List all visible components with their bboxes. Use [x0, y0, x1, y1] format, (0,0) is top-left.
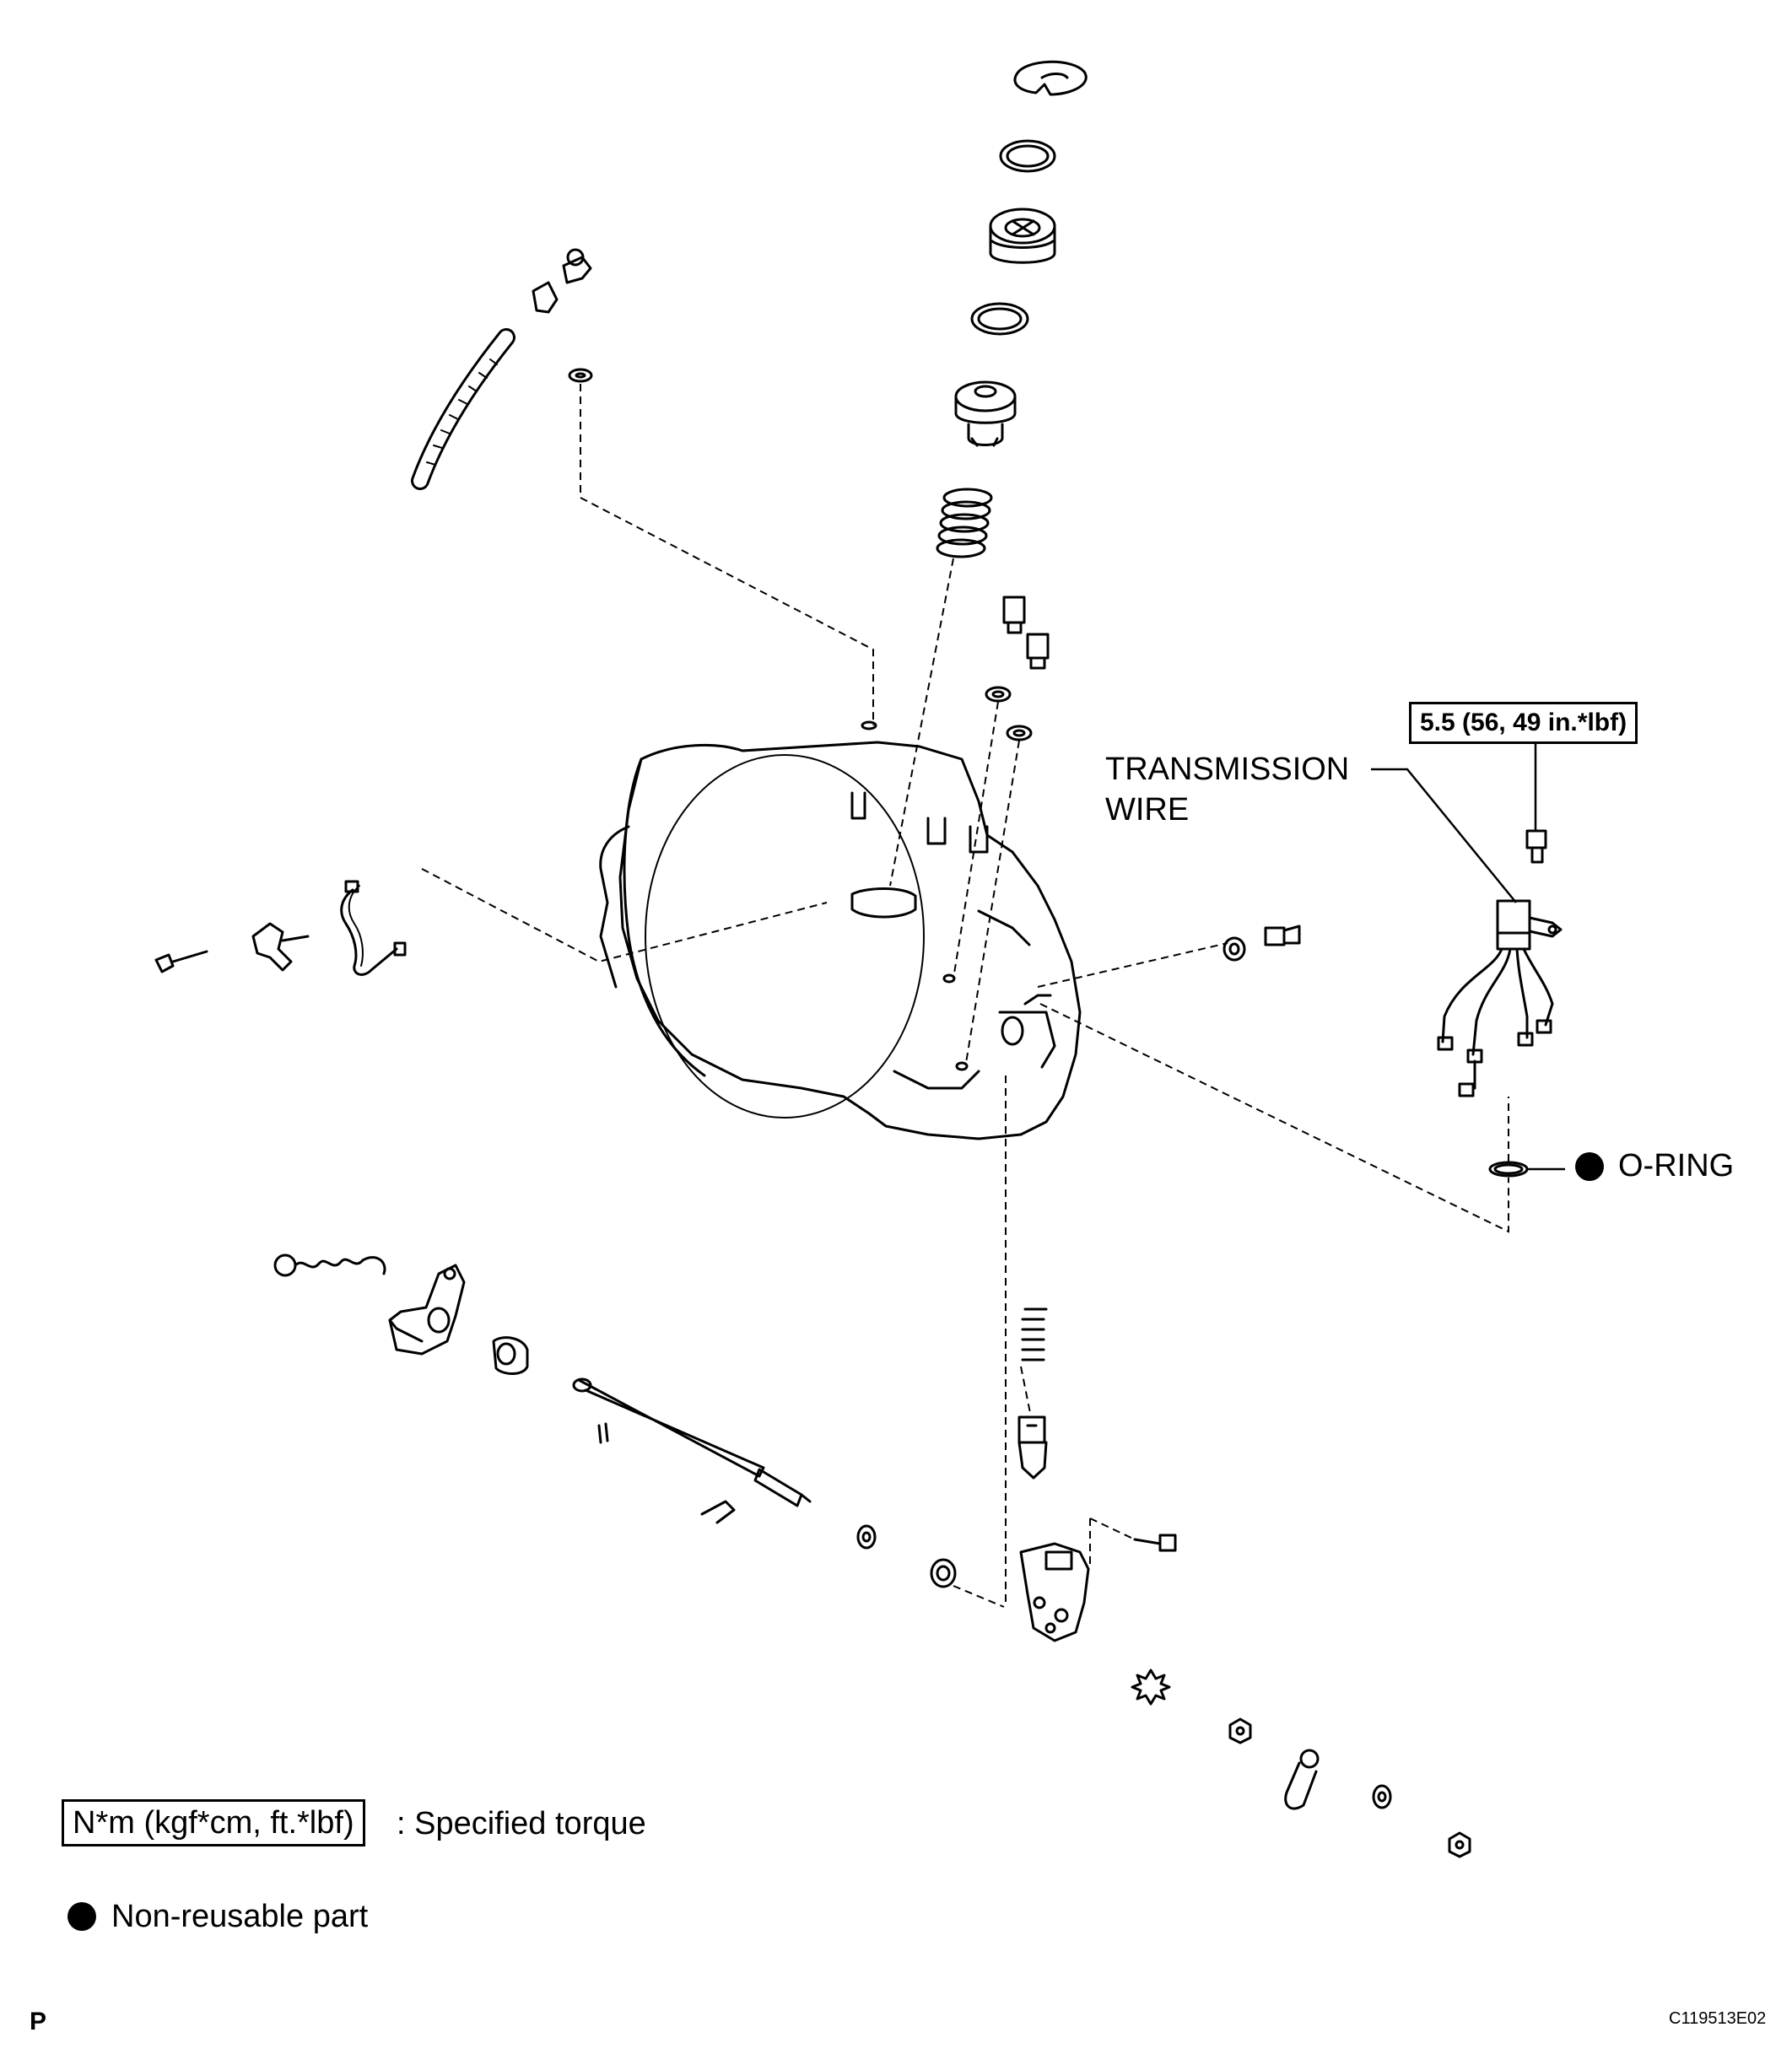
detent-spring — [273, 1253, 386, 1277]
label-o-ring: O-RING — [1618, 1148, 1735, 1183]
legend-torque-description: : Specified torque — [397, 1806, 646, 1841]
lock-washer-star — [1131, 1669, 1171, 1706]
nut-2 — [1448, 1831, 1471, 1858]
spring-top — [936, 488, 993, 558]
washer-2 — [1006, 725, 1033, 741]
case-washer-right — [1223, 936, 1246, 962]
union-fitting-2 — [1026, 633, 1050, 670]
leader-transmission-wire — [1371, 768, 1517, 903]
legend-non-reusable-dot — [67, 1902, 96, 1931]
alignment-lines — [421, 384, 1509, 1608]
manual-valve-shaft — [572, 1377, 812, 1507]
neutral-start-switch — [1019, 1542, 1090, 1642]
detent-plate — [388, 1264, 466, 1356]
nut-1 — [1228, 1717, 1252, 1744]
union-fitting-1 — [1002, 596, 1026, 634]
washer-1 — [985, 686, 1012, 703]
label-transmission-wire-line2: WIRE — [1105, 792, 1190, 828]
spring-lower — [1021, 1307, 1048, 1361]
non-reusable-dot-o-ring — [1575, 1152, 1604, 1181]
accumulator-piston — [954, 380, 1017, 447]
switch-bolt — [1133, 1534, 1177, 1552]
retaining-clip — [700, 1500, 736, 1524]
o-ring-wire — [1488, 1161, 1529, 1178]
hose-clamp — [532, 281, 559, 314]
transaxle-case — [599, 720, 1082, 1140]
detent-roller — [1017, 1415, 1048, 1480]
detent-plate-bracket — [251, 922, 310, 972]
breather-washer — [568, 368, 593, 383]
shaft-seal — [930, 1558, 957, 1588]
leader-lines — [1371, 742, 1565, 1171]
plug-cap — [989, 208, 1056, 264]
spacer-collar — [492, 1336, 529, 1375]
o-ring-middle — [970, 302, 1029, 336]
corner-letter: P — [30, 2008, 47, 2035]
case-bolt-right — [1264, 925, 1301, 946]
shaft-washer-1 — [856, 1524, 877, 1550]
lever-washer — [1372, 1784, 1392, 1809]
torque-spec-box: 5.5 (56, 49 in.*lbf) — [1409, 702, 1638, 744]
wire-bolt — [1525, 829, 1547, 864]
figure-code: C119513E02 — [1669, 2009, 1767, 2028]
transmission-wire-connector — [1437, 899, 1563, 1097]
label-transmission-wire-line1: TRANSMISSION — [1105, 752, 1350, 787]
legend-torque-unit-box: N*m (kgf*cm, ft.*lbf) — [62, 1799, 365, 1846]
o-ring-top — [999, 139, 1056, 173]
e-clip — [1013, 60, 1088, 96]
breather-plug — [562, 248, 592, 284]
oil-cooler-pipe — [340, 880, 407, 976]
control-lever — [1284, 1749, 1320, 1810]
legend-non-reusable-text: Non-reusable part — [111, 1899, 369, 1934]
breather-hose — [411, 328, 515, 490]
left-bolt — [154, 950, 208, 973]
shaft-pin — [597, 1422, 609, 1444]
